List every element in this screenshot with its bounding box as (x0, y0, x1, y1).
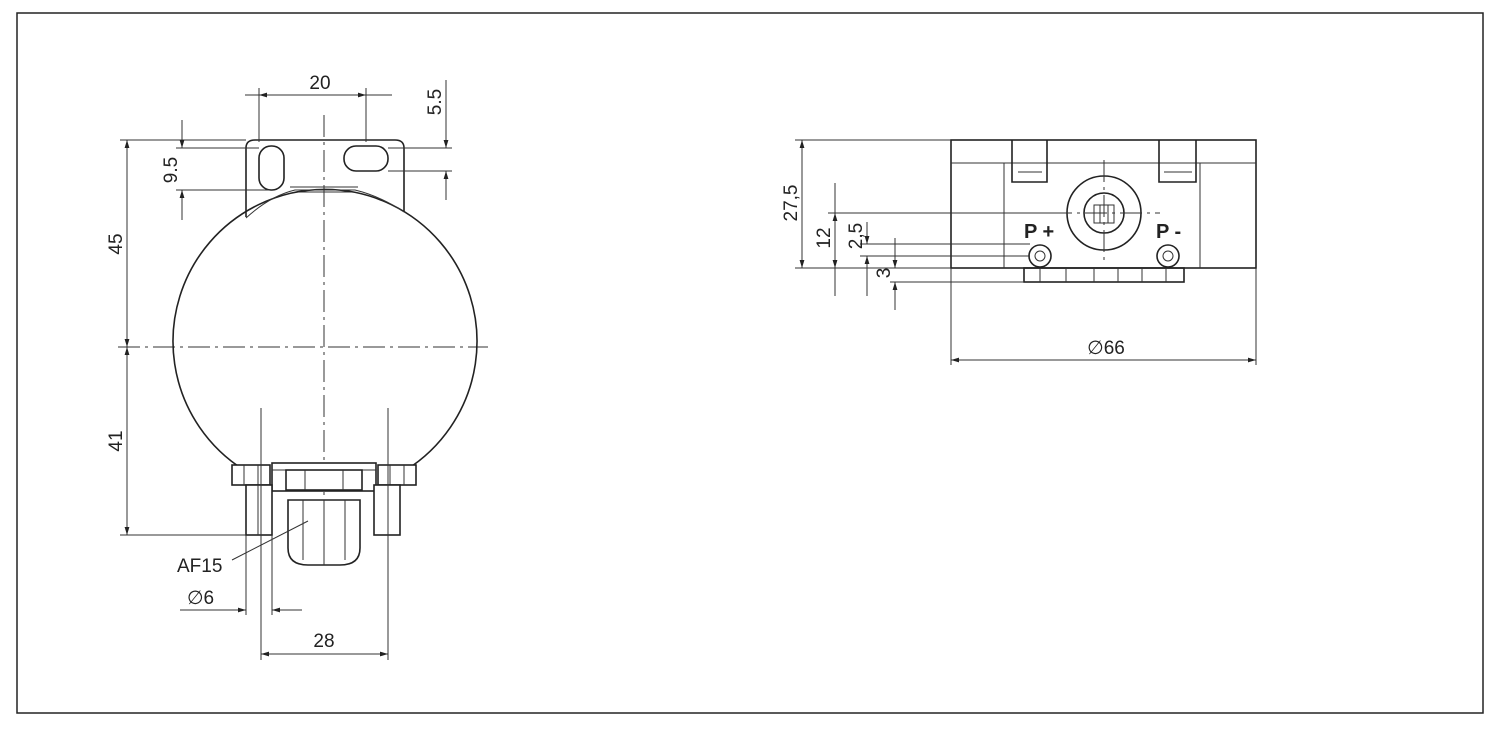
dim-slot-offset: 5.5 (425, 89, 446, 115)
left-fixing-pin (245, 484, 273, 536)
right-fixing-pin (373, 484, 401, 536)
dim-upper-height: 45 (106, 233, 127, 254)
dim-gland-size: AF15 (177, 556, 222, 577)
dim-top-width: 20 (309, 73, 330, 94)
positive-terminal (1028, 244, 1052, 268)
dim-pin-spacing: 28 (313, 631, 334, 652)
left-mounting-slot (258, 145, 285, 191)
front-view: 20 5.5 9.5 45 41 AF15 ∅6 28 (106, 73, 488, 660)
mounting-bracket (245, 139, 405, 217)
base-strip (1023, 267, 1185, 283)
left-clip (1011, 140, 1048, 183)
negative-terminal (1156, 244, 1180, 268)
housing-circle (172, 188, 478, 471)
right-clip (1158, 140, 1197, 183)
negative-terminal-label: P - (1156, 221, 1181, 243)
right-mounting-slot (343, 145, 389, 172)
dim-knob-height: 12 (814, 227, 835, 248)
dim-slot-height: 9.5 (161, 157, 182, 183)
drawing-frame (16, 12, 1484, 714)
dim-pin-diameter: ∅6 (187, 588, 214, 609)
dim-terminal-offset: 2,5 (846, 223, 867, 249)
dim-total-height: 27,5 (781, 185, 802, 222)
right-fixing-nut (377, 464, 417, 486)
dim-diameter: ∅66 (1087, 338, 1125, 359)
dim-lower-height: 41 (106, 430, 127, 451)
positive-terminal-label: P + (1024, 221, 1054, 243)
dim-base-height: 3 (874, 268, 895, 279)
side-view: P + P - 27,5 12 2,5 3 ∅66 (781, 139, 1257, 365)
left-fixing-nut (231, 464, 271, 486)
